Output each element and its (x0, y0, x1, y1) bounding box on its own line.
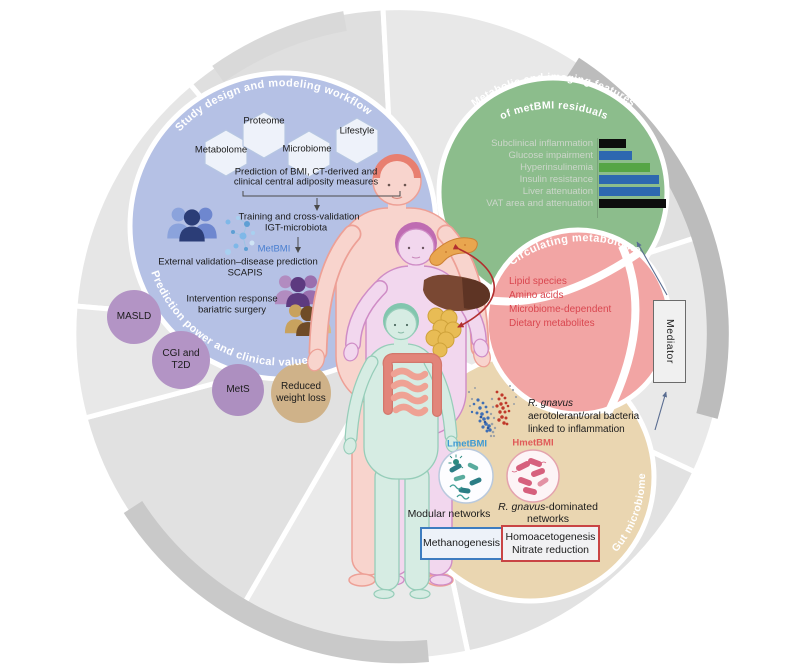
mediator-label: Mediator (663, 319, 676, 364)
intervention-line1: Intervention response (186, 293, 278, 305)
volcano-plot (467, 385, 518, 438)
masld-bubble (107, 290, 161, 344)
metabolome-organ-arrow (452, 243, 495, 328)
metabolome-circle (483, 227, 673, 417)
residuals-bar-row: Insulin resistance (433, 174, 666, 185)
residuals-bar-label: Liver attenuation (522, 186, 593, 197)
lmetbmi-label: LmetBMI (446, 438, 488, 450)
mets-bubble (212, 364, 264, 416)
methanogenesis-box: Methanogenesis (420, 527, 503, 560)
igt-microbiota-label: IGT-microbiota (264, 222, 328, 234)
metabolite-molecule-icon (225, 216, 255, 255)
homoacetogenesis-box: Homoacetogenesis Nitrate reduction (501, 525, 600, 562)
training-label: Training and cross-validation (238, 211, 360, 223)
prediction-line2: clinical central adiposity measures (233, 176, 379, 188)
workflow-arrows (242, 191, 401, 253)
residuals-bar-row: Hyperinsulinemia (433, 162, 666, 173)
external-validation-label: External validation–disease prediction (158, 256, 318, 268)
residuals-bar-row: VAT area and attenuation (433, 198, 666, 209)
modular-networks-label: Modular networks (407, 507, 491, 520)
methanogenesis-label: Methanogenesis (422, 537, 501, 550)
cgi-t2d-label: CGI and T2D (162, 348, 200, 371)
gut-to-mediator-arrow (654, 391, 668, 431)
residuals-bar (599, 163, 650, 172)
residuals-bar (599, 139, 626, 148)
hmetbmi-microbes-icon (506, 449, 560, 503)
residuals-bar-label: Glucose impairment (508, 150, 593, 161)
hexagon-label-microbiome: Microbiome (282, 143, 332, 155)
dominated-rest: -dominated (545, 500, 598, 513)
prediction-line1: Prediction of BMI, CT-derived and (234, 166, 378, 178)
residuals-bar-row: Subclinical inflammation (433, 138, 666, 149)
lmetbmi-microbes-icon (438, 448, 494, 504)
metbmi-label: MetBMI (257, 243, 291, 255)
cgi-t2d-bubble (152, 331, 210, 389)
proteome-hexagon (242, 111, 286, 159)
hexagon-label-metabolome: Metabolome (194, 144, 248, 156)
residuals-bar-label: Hyperinsulinemia (520, 162, 593, 173)
residuals-bar-label: Insulin resistance (519, 174, 593, 185)
hair (373, 154, 421, 178)
reduced-weight-loss-label: Reduced weight loss (276, 381, 326, 404)
omics-hexagons (204, 111, 379, 178)
training-cohort-icon (167, 207, 217, 242)
white-band (486, 248, 643, 306)
mets-label: MetS (226, 384, 250, 396)
residuals-bar (599, 187, 660, 196)
rgnavus-line3: linked to inflammation (528, 424, 625, 436)
dominated-networks-line1: R. gnavus-dominated (498, 501, 598, 513)
scapis-label: SCAPIS (227, 266, 263, 278)
bracket (242, 191, 401, 197)
metabolome-item-lipid: Lipid species (509, 276, 567, 288)
dominated-networks-line2: networks (526, 512, 570, 525)
lifestyle-hexagon (335, 117, 379, 165)
residuals-bar (599, 151, 632, 160)
outcome-bubbles (107, 290, 331, 423)
mediator-box: Mediator (653, 300, 686, 383)
hexagon-label-proteome: Proteome (243, 115, 285, 127)
hexagon-label-lifestyle: Lifestyle (339, 125, 375, 137)
hmetbmi-label: HmetBMI (512, 437, 554, 449)
mediator-to-features-arrow (636, 241, 668, 296)
rgnavus-line2: aerotolerant/oral bacteria (528, 411, 640, 423)
dominated-italic: R. gnavus (498, 500, 546, 513)
residuals-bar (599, 199, 666, 208)
white-band (603, 244, 640, 417)
residuals-bar-label: Subclinical inflammation (491, 138, 593, 149)
residuals-bar-row: Glucose impairment (433, 150, 666, 161)
residuals-bar-row: Liver attenuation (433, 186, 666, 197)
reduced-weight-loss-bubble (271, 363, 331, 423)
nitrate-reduction-label: Nitrate reduction (511, 543, 590, 556)
metabolome-item-amino: Amino acids (509, 290, 564, 302)
metabolome-item-dietary: Dietary metabolites (509, 318, 595, 330)
residuals-bar-label: VAT area and attenuation (486, 198, 593, 209)
homoacetogenesis-label: Homoacetogenesis (505, 530, 596, 543)
residuals-bar (599, 175, 659, 184)
rgnavus-name: R. gnavus (528, 398, 574, 410)
masld-label: MASLD (116, 311, 152, 323)
microbiome-hexagon (287, 130, 331, 178)
intestines-icon (382, 353, 443, 417)
metabolome-item-microbiome: Microbiome-dependent (509, 304, 612, 316)
intervention-line2: bariatric surgery (197, 304, 267, 316)
